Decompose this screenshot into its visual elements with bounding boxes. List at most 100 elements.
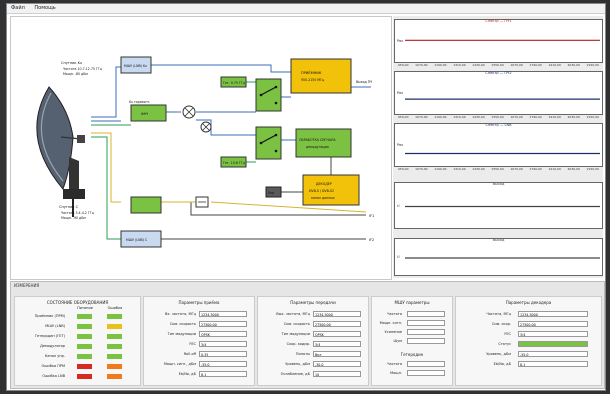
decoder-block[interactable]: ДЕКОДЕР DVB-S / DVB-S2 канал данных (302, 174, 360, 206)
plot-xtick: 1070,00 (415, 63, 428, 67)
processing-sub-label: демодуляция (306, 145, 329, 149)
power-indicator (77, 324, 92, 329)
param-value-field[interactable] (407, 361, 445, 367)
param-value-field[interactable]: 8.1 (518, 361, 588, 367)
param-value-field[interactable]: QPSK (199, 331, 247, 337)
lnb-ku-label: МШУ (LNB) Ku (124, 64, 147, 68)
plot-xtick: 1190,00 (434, 63, 447, 67)
plot-area (405, 152, 600, 155)
plot-xtick: 1310,00 (453, 115, 466, 119)
plot-xtick: 1910,00 (548, 167, 561, 171)
lo2-block[interactable]: Гет. 10.6 ГГц (220, 156, 247, 168)
error-indicator (107, 324, 122, 329)
ku-filter-label: ФНЧ (141, 112, 148, 116)
label-gps-sat: Спутник Ku (61, 61, 82, 65)
power-indicator (77, 344, 92, 349)
receiver-sub-label: 950-2150 МГц (301, 78, 325, 82)
param-value-field[interactable]: QPSK (313, 331, 361, 337)
indicator-label: Канал упр. (44, 354, 65, 358)
menu-file[interactable]: Файл (11, 5, 25, 11)
param-label: Уровень, дБм (285, 362, 310, 366)
param-value-field[interactable] (407, 338, 445, 344)
indicator-label: Ошибка LNB (42, 374, 65, 378)
measurements-panel: ИЗМЕРЕНИЯ СОСТОЯНИЕ ОБОРУДОВАНИЯ Питание… (10, 281, 605, 389)
power-indicator (77, 364, 92, 369)
param-value-field[interactable] (407, 320, 445, 326)
param-value-field[interactable]: 1234.5000 (518, 311, 588, 317)
param-value-field[interactable]: 0.35 (199, 351, 247, 357)
param-row: Уровень, дБм-55.0 (456, 351, 601, 358)
param-value-field[interactable]: 1234.5000 (199, 311, 247, 317)
plot-xtick: 1190,00 (434, 115, 447, 119)
param-value-field[interactable]: 27500.00 (199, 321, 247, 327)
param-label: Статус (498, 342, 511, 346)
param-value-field[interactable]: -30.0 (313, 361, 361, 367)
switch-1[interactable] (255, 78, 282, 112)
label-sat2-sub2: Мощн. -90 дБм (61, 216, 86, 220)
plot-xtick: 1670,00 (510, 63, 523, 67)
plot-xtick: 2030,00 (567, 167, 580, 171)
lnb-ku-block[interactable]: МШУ (LNB) Ku (120, 56, 152, 74)
param-value-field[interactable]: 3/4 (199, 341, 247, 347)
ku-pol-label: Ku горизонт. (129, 100, 150, 104)
param-value-field[interactable]: 1234.5000 (313, 311, 361, 317)
param-value-field[interactable]: -55.0 (518, 351, 588, 357)
switch-2[interactable] (255, 126, 282, 160)
param-value-field[interactable] (407, 311, 445, 317)
plot-xtick: 1910,00 (548, 63, 561, 67)
param-value-field[interactable]: 27500.00 (313, 321, 361, 327)
plot-xtick: 1670,00 (510, 115, 523, 119)
param-value-field[interactable]: 10 (313, 371, 361, 377)
plot-xtick: 1190,00 (434, 167, 447, 171)
indicator-row: Канал упр. (15, 353, 140, 360)
param-label: Частота (387, 312, 402, 316)
lnb-c-block[interactable]: МШУ (LNB) C (120, 230, 162, 248)
param-value-field[interactable] (407, 370, 445, 376)
lo1-block[interactable]: Гет. 9.75 ГГц (220, 76, 247, 88)
param-value-field[interactable]: 27500.00 (518, 321, 588, 327)
plot-xtick: 2150,00 (586, 167, 599, 171)
param-value-field[interactable]: 3/4 (313, 341, 361, 347)
plot-xtick: 1550,00 (491, 167, 504, 171)
param-value-field[interactable] (518, 341, 588, 347)
param-value-field[interactable]: Вкл (313, 351, 361, 357)
indicator-row: Ошибка LNB (15, 373, 140, 380)
param-value-field[interactable]: 8.1 (199, 371, 247, 377)
if-amp-block[interactable] (130, 196, 162, 214)
menu-help[interactable]: Помощь (34, 5, 56, 11)
param-label: Тип модуляции (281, 332, 310, 336)
plot-ylabel: U (397, 203, 400, 208)
processing-block[interactable]: ОБРАБОТКА СИГНАЛА демодуляция (295, 128, 352, 158)
plot-area (405, 39, 600, 41)
param-value-field[interactable] (407, 329, 445, 335)
param-value-field[interactable]: 3/4 (518, 331, 588, 337)
param-label: FEC (189, 342, 196, 346)
param-value-field[interactable]: -55.0 (199, 361, 247, 367)
dish-antenna-icon (36, 86, 85, 217)
param-row: Статус (456, 341, 601, 348)
plot-title: Выход (492, 182, 505, 186)
control-block[interactable]: Упр. (265, 186, 282, 198)
plot-xtick: 1310,00 (453, 167, 466, 171)
lo2-label: Гет. 10.6 ГГц (223, 161, 246, 165)
indicator-label: Ошибка ПРМ (41, 364, 65, 368)
receiver-block[interactable]: ПРИЁМНИК 950-2150 МГц (290, 58, 352, 94)
error-indicator (107, 354, 122, 359)
plot-xtick: 950,00 (398, 115, 409, 119)
menu-bar: Файл Помощь (7, 4, 605, 14)
plot-area (405, 257, 600, 259)
plot-area (405, 98, 600, 100)
equipment-status-title: СОСТОЯНИЕ ОБОРУДОВАНИЯ (46, 300, 109, 305)
ku-filter-block[interactable]: ФНЧ (130, 104, 167, 122)
param-row: Усиление (372, 329, 452, 336)
param-label: FEC (504, 332, 511, 336)
